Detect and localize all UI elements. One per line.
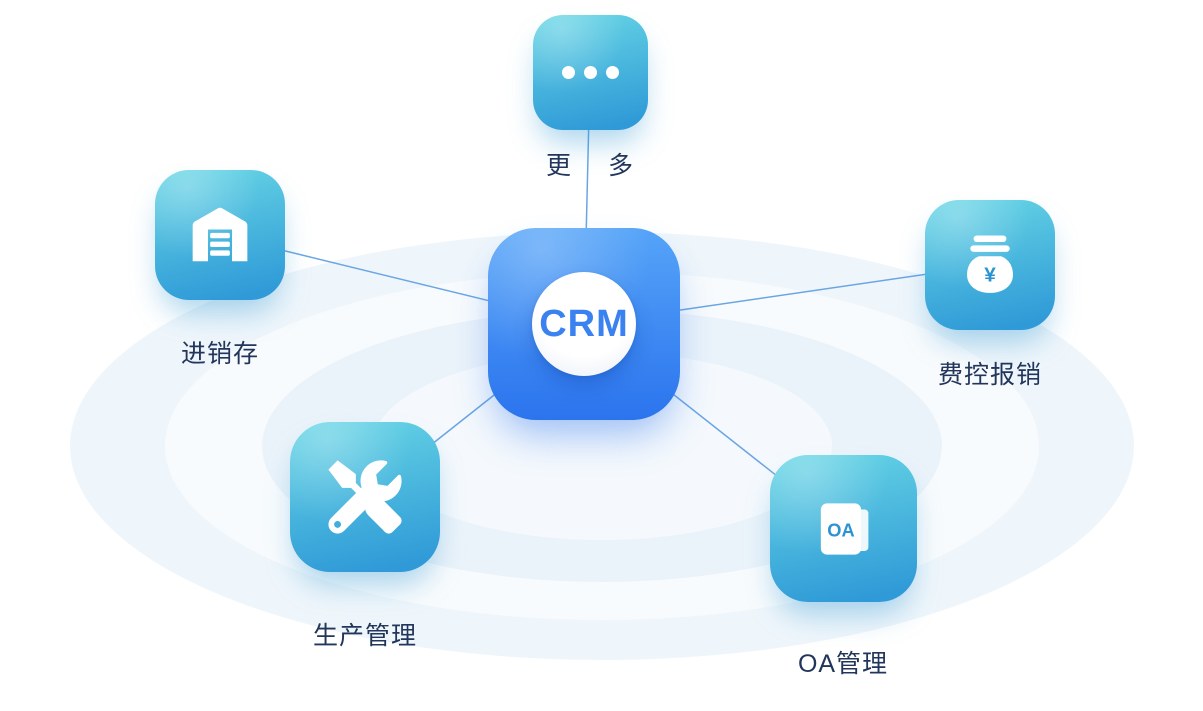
dot (606, 66, 619, 79)
node-more[interactable] (533, 15, 648, 130)
warehouse-icon (192, 207, 248, 262)
ellipsis-icon (562, 66, 619, 79)
dot (584, 66, 597, 79)
node-expense-label: 费控报销 (937, 361, 1042, 389)
dot (562, 66, 575, 79)
oa-badge-text: OA (827, 519, 854, 540)
node-inventory-label: 进销存 (180, 340, 259, 368)
node-more-label: 更 多 (546, 152, 634, 180)
node-crm-center[interactable]: CRM (488, 228, 680, 420)
node-production[interactable] (290, 422, 440, 572)
oa-document-icon: OA (820, 502, 868, 555)
node-oa[interactable]: OA (770, 455, 917, 602)
yen-symbol: ¥ (984, 263, 996, 286)
tools-icon (328, 460, 402, 534)
node-inventory[interactable] (155, 170, 285, 300)
crm-badge: CRM (532, 272, 636, 376)
node-oa-label: OA管理 (797, 650, 889, 678)
node-expense[interactable]: ¥ (925, 200, 1055, 330)
money-jar-yen-icon: ¥ (967, 235, 1013, 293)
crm-label: CRM (539, 302, 629, 345)
node-production-label: 生产管理 (312, 622, 417, 650)
